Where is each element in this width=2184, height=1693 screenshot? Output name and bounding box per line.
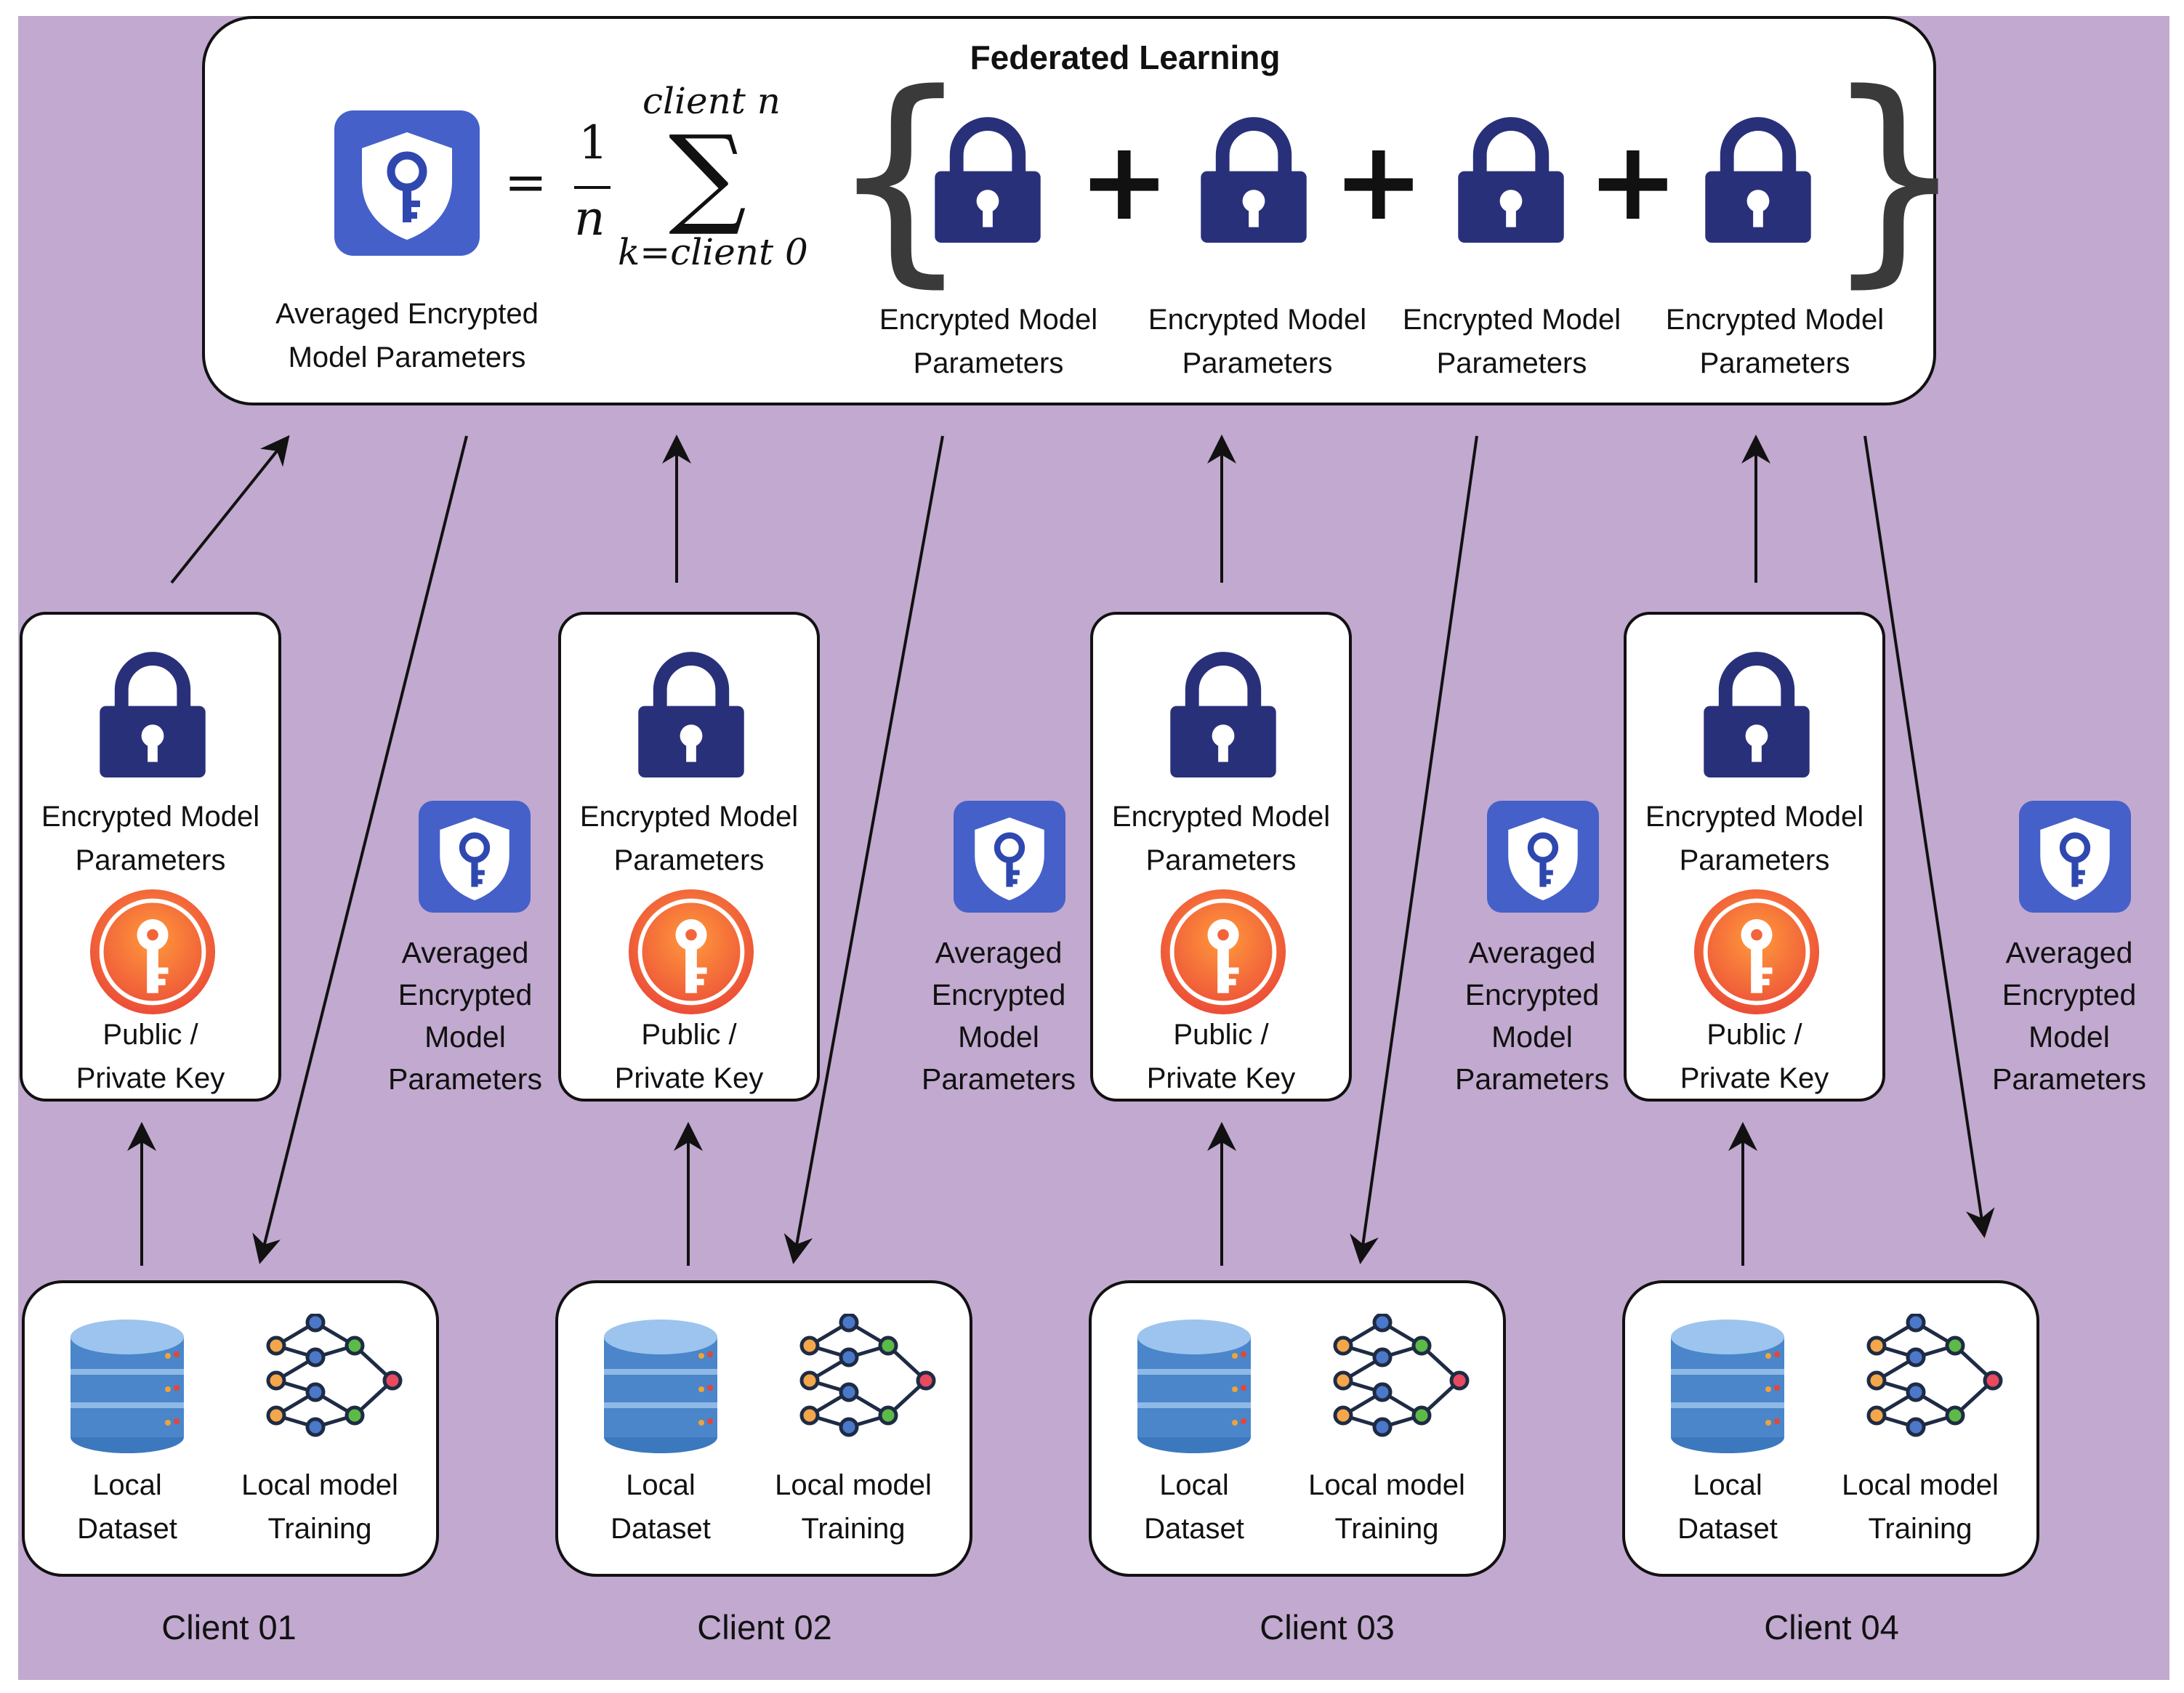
- diagram-title: Federated Learning: [970, 39, 1281, 76]
- client-04-dataset-label: Local Dataset: [1677, 1469, 1778, 1545]
- client-02-key-box: [558, 612, 820, 1102]
- client-03-training-label: Local model Training: [1308, 1469, 1465, 1545]
- arrow-down: [1863, 435, 1995, 1238]
- server-encrypted-label: Encrypted Model Parameters: [1402, 304, 1621, 379]
- plus-sign: +: [1587, 118, 1679, 245]
- client-01-dataset-label: Local Dataset: [77, 1469, 177, 1545]
- client-04-avg-label: Averaged Encrypted Model Parameters: [1992, 936, 2146, 1096]
- client-02-key-label: Public / Private Key: [614, 1019, 764, 1094]
- client-04-key-box: [1624, 612, 1885, 1102]
- client-01-key-box: [20, 612, 281, 1102]
- server-box: [202, 16, 1936, 405]
- client-02-name: Client 02: [697, 1608, 832, 1646]
- client-03-encrypted-label: Encrypted Model Parameters: [1111, 801, 1331, 876]
- client-02-dataset-label: Local Dataset: [611, 1469, 711, 1545]
- plus-sign: +: [1079, 118, 1170, 245]
- client-03-name: Client 03: [1260, 1608, 1395, 1646]
- client-01-key-label: Public / Private Key: [76, 1019, 225, 1094]
- client-01-encrypted-label: Encrypted Model Parameters: [41, 801, 260, 876]
- formula-sigma: ∑: [669, 113, 747, 239]
- arrow-down: [1350, 435, 1478, 1264]
- formula-equals: =: [504, 153, 547, 212]
- client-01-training-label: Local model Training: [241, 1469, 398, 1545]
- formula-fraction-bar: [574, 186, 611, 189]
- client-02-encrypted-label: Encrypted Model Parameters: [579, 801, 799, 876]
- server-encrypted-label: Encrypted Model Parameters: [879, 304, 1098, 379]
- client-03-dataset-label: Local Dataset: [1144, 1469, 1244, 1545]
- formula-sum-lower: k=client 0: [618, 231, 808, 273]
- server-avg-label: Averaged Encrypted Model Parameters: [275, 298, 539, 373]
- client-03-key-box: [1090, 612, 1352, 1102]
- plus-sign: +: [1333, 118, 1425, 245]
- client-03-key-label: Public / Private Key: [1146, 1019, 1296, 1094]
- formula-denominator: n: [574, 190, 605, 246]
- client-02-avg-label: Averaged Encrypted Model Parameters: [922, 936, 1076, 1096]
- arrow-down: [783, 435, 944, 1264]
- formula-numerator: 1: [579, 116, 608, 170]
- server-encrypted-label: Encrypted Model Parameters: [1665, 304, 1885, 379]
- client-01-avg-label: Averaged Encrypted Model Parameters: [388, 936, 542, 1096]
- formula-brace-right: }: [1823, 45, 1967, 307]
- client-03-avg-label: Averaged Encrypted Model Parameters: [1455, 936, 1609, 1096]
- client-04-training-label: Local model Training: [1842, 1469, 1999, 1545]
- server-encrypted-label: Encrypted Model Parameters: [1148, 304, 1367, 379]
- client-04-name: Client 04: [1764, 1608, 1899, 1646]
- client-01-name: Client 01: [161, 1608, 297, 1646]
- formula-sum-upper: client n: [642, 80, 781, 122]
- arrow-up: [170, 435, 290, 584]
- arrow-down: [252, 435, 468, 1264]
- client-04-key-label: Public / Private Key: [1680, 1019, 1829, 1094]
- client-02-training-label: Local model Training: [775, 1469, 932, 1545]
- client-04-encrypted-label: Encrypted Model Parameters: [1645, 801, 1864, 876]
